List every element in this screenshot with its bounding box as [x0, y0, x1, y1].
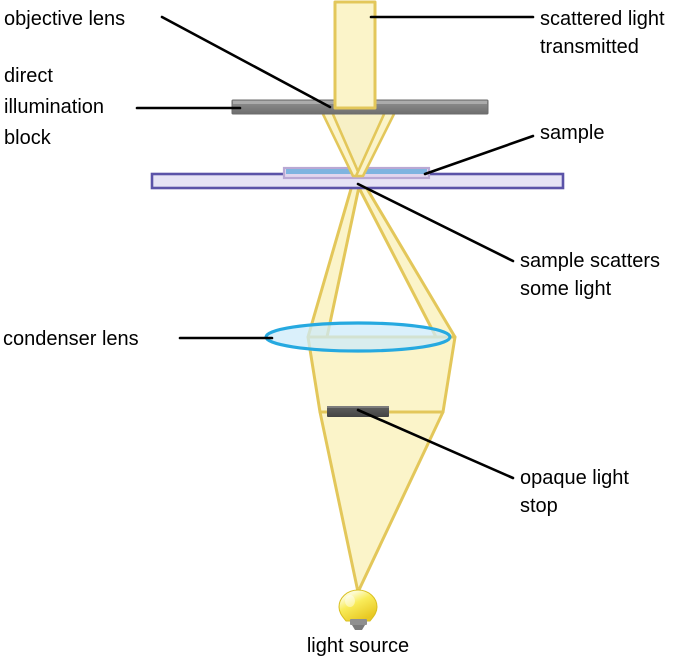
- label-opaque-light-stop-line2: stop: [520, 495, 558, 517]
- condenser-lens: [264, 321, 452, 353]
- opaque-light-stop: [327, 406, 389, 417]
- label-direct-illumination-block-line2: illumination: [4, 96, 105, 118]
- illumination-cone-upper: [306, 180, 457, 339]
- scattered-light-cone: [320, 110, 397, 178]
- label-sample: sample: [540, 122, 605, 144]
- label-objective-lens: objective lens: [4, 8, 126, 30]
- light-bulb: [338, 589, 378, 630]
- leader-objective-lens: [160, 15, 332, 109]
- leader-sample: [423, 134, 535, 176]
- label-direct-illumination-block-line1: direct: [4, 65, 53, 87]
- label-direct-illumination-block-line3: block: [4, 127, 51, 149]
- label-scattered-light-transmitted-line2: transmitted: [540, 36, 639, 58]
- leader-lines: [135, 15, 535, 480]
- label-scattered-light-transmitted-line1: scattered light: [540, 8, 665, 30]
- label-condenser-lens: condenser lens: [3, 328, 139, 350]
- label-opaque-light-stop-line1: opaque light: [520, 467, 629, 489]
- label-sample-scatters-line1: sample scatters: [520, 250, 661, 272]
- label-sample-scatters-line2: some light: [520, 278, 612, 300]
- label-light-source: light source: [306, 635, 410, 657]
- objective-lens-beam: [333, 0, 377, 110]
- leader-sample-scatters: [356, 182, 515, 263]
- leader-opaque-light-stop: [356, 408, 515, 480]
